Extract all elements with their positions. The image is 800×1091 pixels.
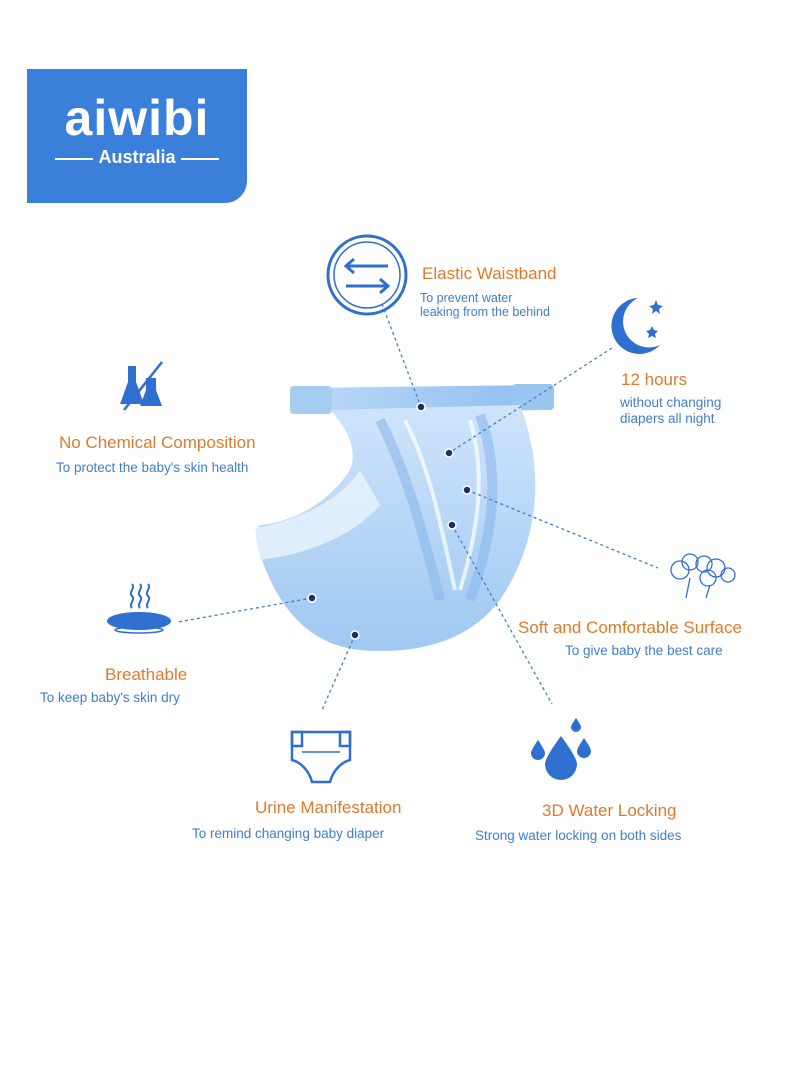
twelve-hours-title: 12 hours [621, 370, 688, 389]
urine-manifestation-desc: To remind changing baby diaper [192, 826, 385, 841]
moon-stars-icon [611, 298, 663, 354]
elastic-waistband-desc-2: leaking from the behind [420, 305, 550, 319]
leader-lines [177, 303, 659, 711]
elastic-waistband-title: Elastic Waistband [422, 264, 557, 283]
diaper-shape [255, 384, 554, 651]
breathable-desc: To keep baby's skin dry [40, 690, 180, 705]
no-chemical-desc: To protect the baby's skin health [56, 460, 249, 475]
arrows-icon [326, 234, 408, 316]
logo-divider-right [181, 158, 219, 160]
water-drops-icon [531, 718, 591, 780]
breathable-pad-icon [107, 583, 171, 634]
soft-surface-title: Soft and Comfortable Surface [518, 618, 742, 637]
twelve-hours-desc-2: diapers all night [620, 411, 715, 426]
soft-surface-desc: To give baby the best care [565, 643, 723, 658]
water-locking-title: 3D Water Locking [542, 801, 677, 820]
elastic-waistband-desc-1: To prevent water [420, 291, 513, 305]
no-chemical-title: No Chemical Composition [59, 433, 256, 452]
water-locking-desc: Strong water locking on both sides [475, 828, 682, 843]
logo-word: aiwibi [64, 90, 210, 146]
cotton-icon [670, 553, 736, 599]
twelve-hours-desc-1: without changing [620, 395, 722, 410]
leader-dots [307, 402, 472, 640]
breathable-title: Breathable [105, 665, 188, 684]
brand-logo: aiwibi Australia [27, 69, 247, 203]
logo-divider-left [55, 158, 93, 160]
diaper-icon [290, 730, 352, 784]
flask-no-chemical-icon [120, 361, 163, 411]
logo-subtitle: Australia [98, 147, 176, 167]
urine-manifestation-title: Urine Manifestation [255, 798, 402, 817]
